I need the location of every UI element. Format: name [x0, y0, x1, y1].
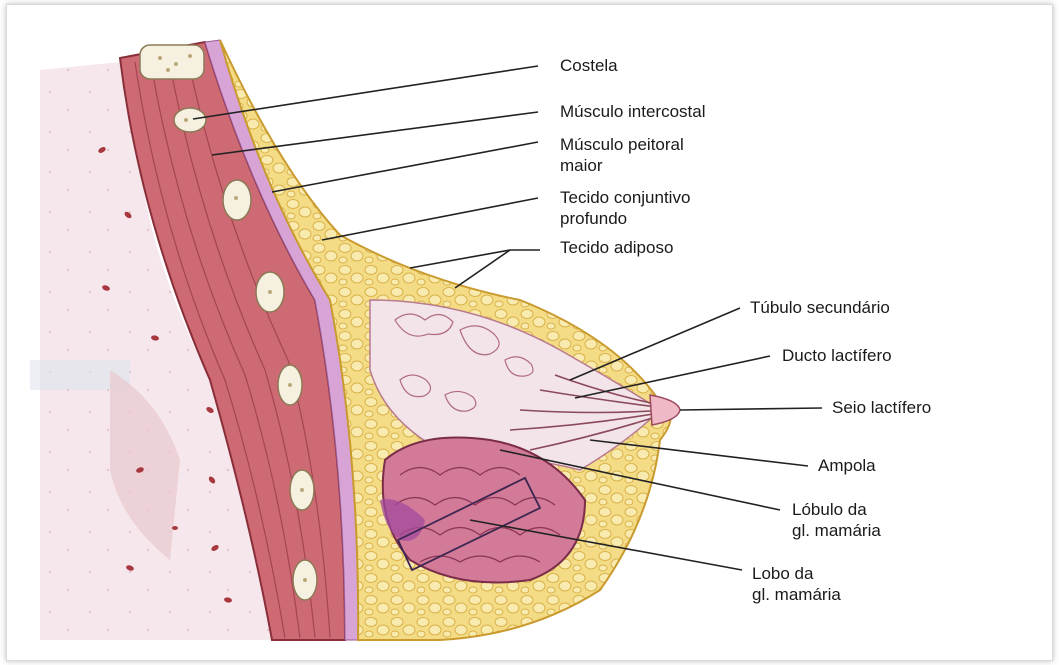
label-costela: Costela [560, 56, 618, 76]
label-lobulo-line1: Lóbulo da [792, 500, 867, 520]
label-lobo-line1: Lobo da [752, 564, 813, 584]
label-tecido-conjuntivo-line1: Tecido conjuntivo [560, 188, 690, 208]
label-tubulo-secundario: Túbulo secundário [750, 298, 890, 318]
nipple [650, 395, 680, 425]
label-musculo-intercostal: Músculo intercostal [560, 102, 706, 122]
label-ducto-lactifero: Ducto lactífero [782, 346, 892, 366]
label-lobo-line2: gl. mamária [752, 585, 841, 605]
label-lobulo-line2: gl. mamária [792, 521, 881, 541]
label-seio-lactifero: Seio lactífero [832, 398, 931, 418]
label-ampola: Ampola [818, 456, 876, 476]
label-tecido-conjuntivo-line2: profundo [560, 209, 627, 229]
label-musculo-peitoral-line2: maior [560, 156, 603, 176]
label-tecido-adiposo: Tecido adiposo [560, 238, 673, 258]
label-musculo-peitoral-line1: Músculo peitoral [560, 135, 684, 155]
